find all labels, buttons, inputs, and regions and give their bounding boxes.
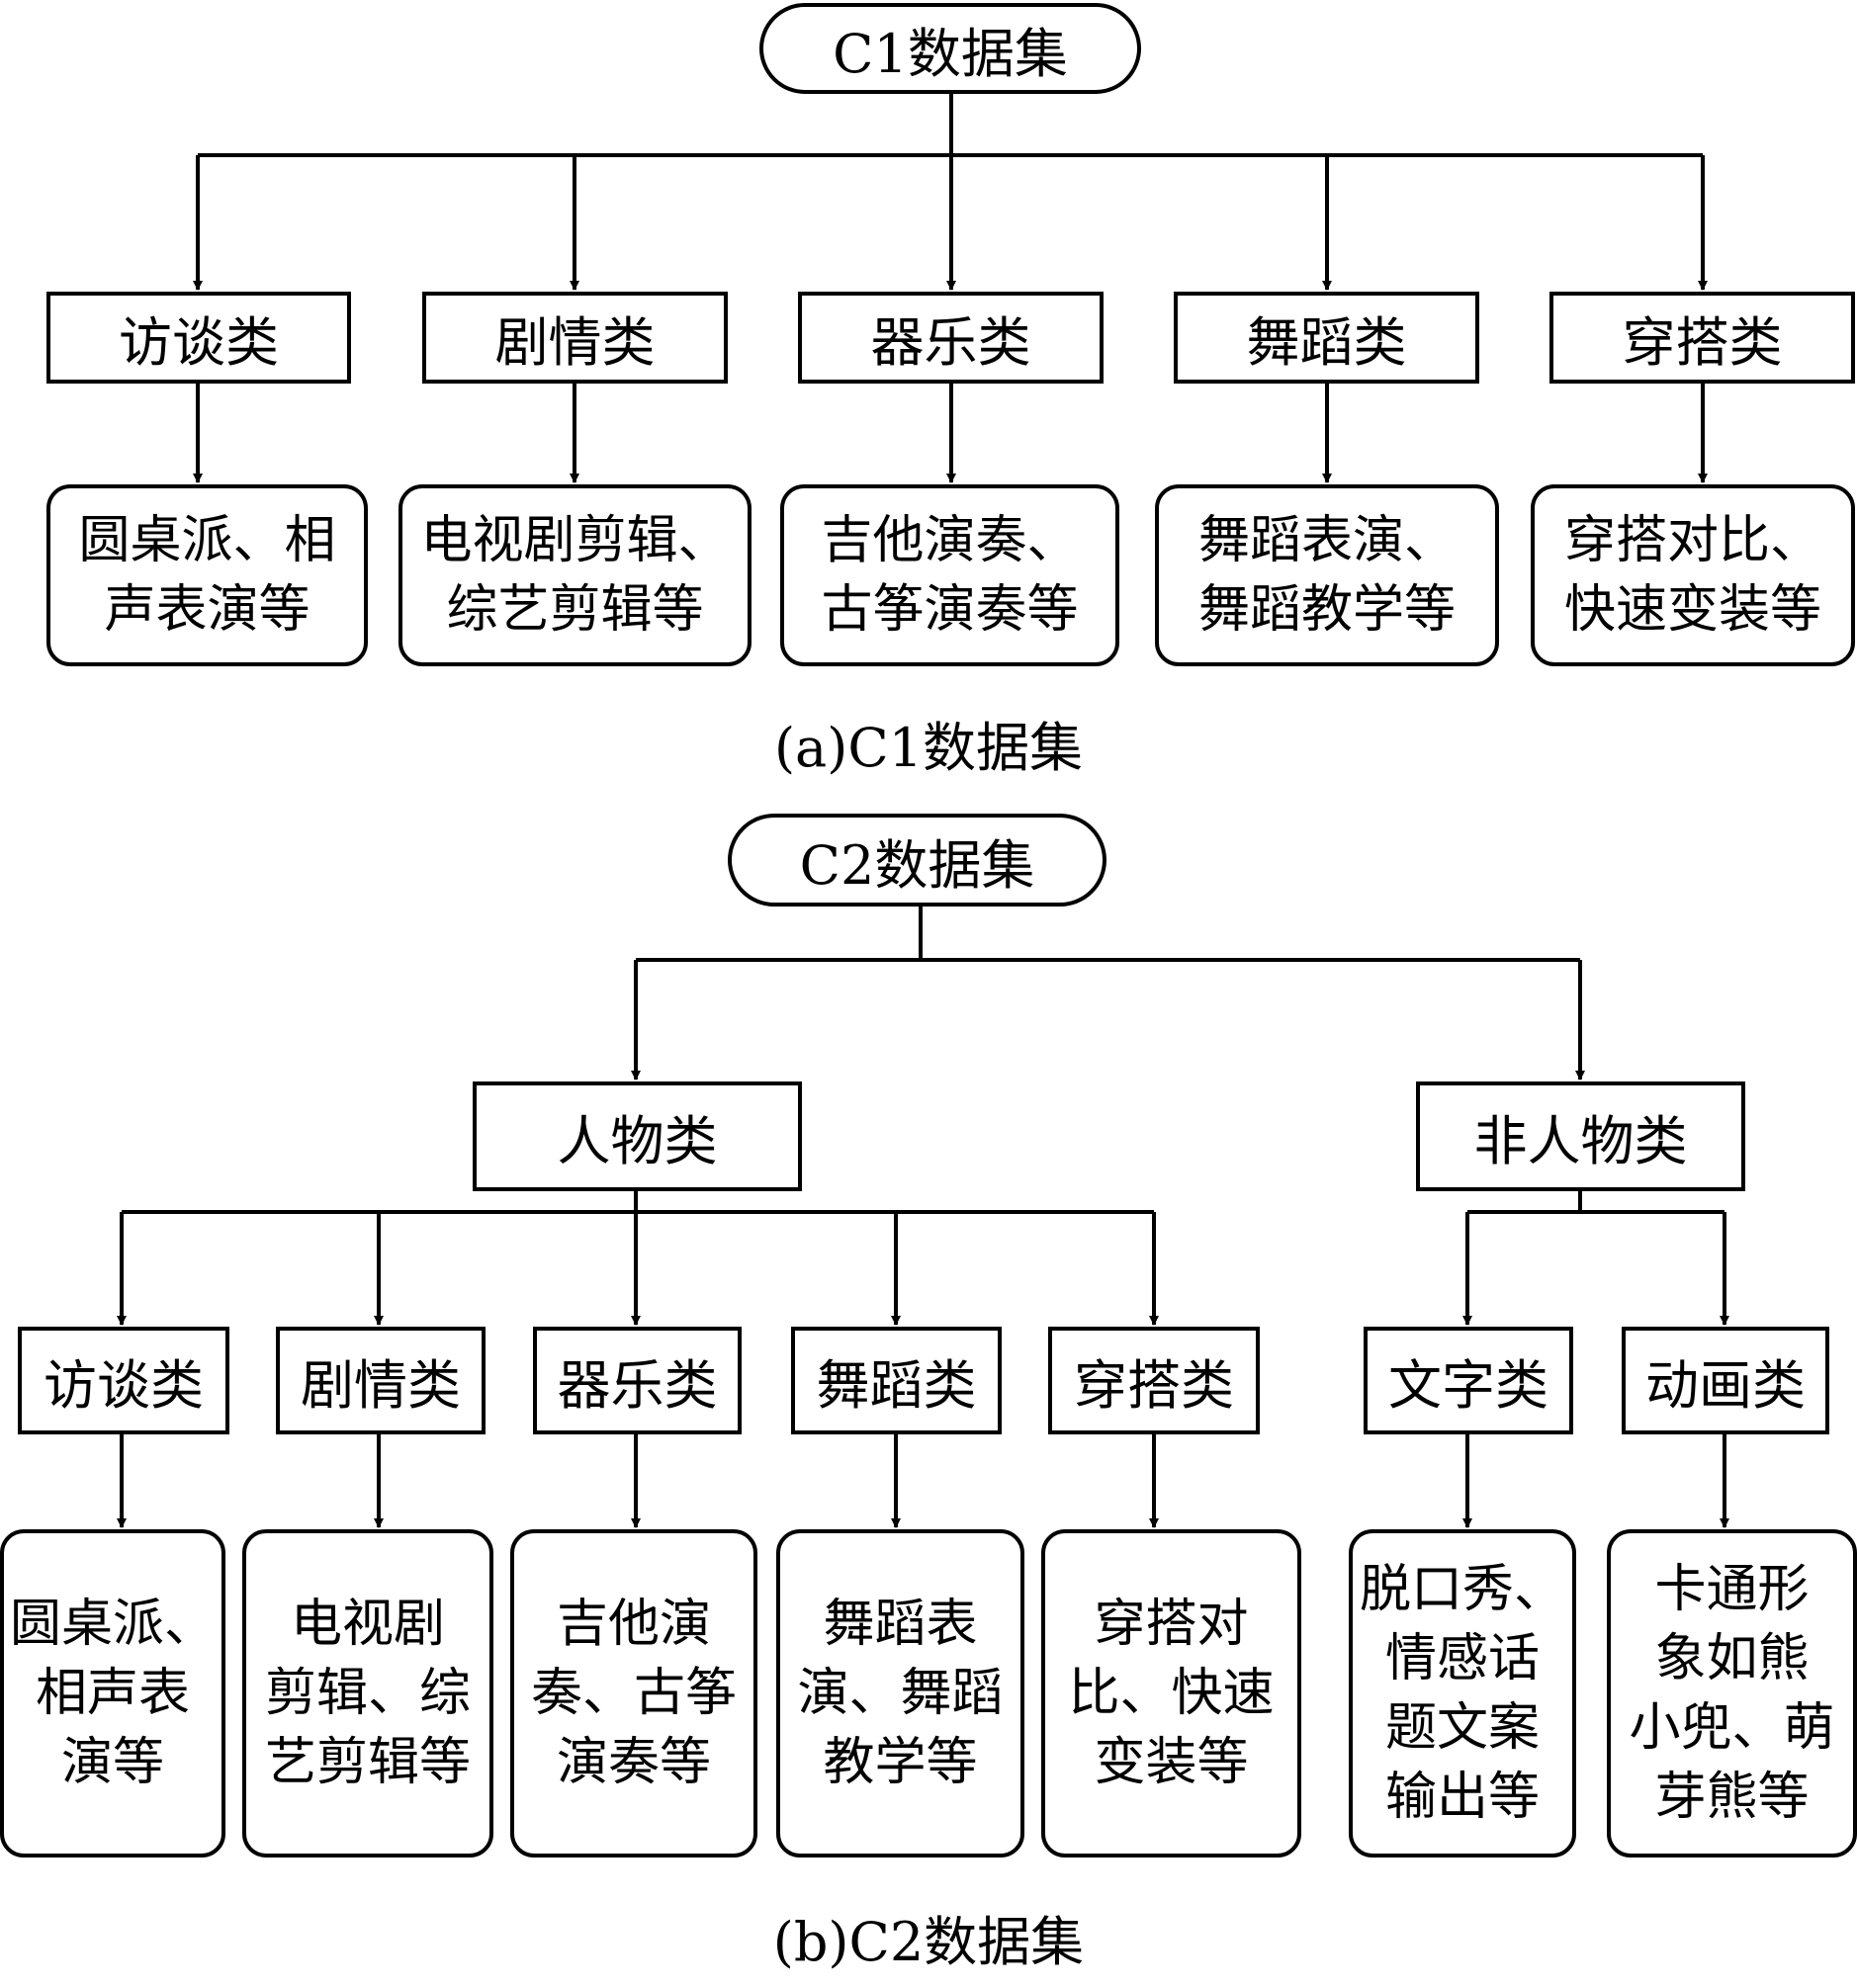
c2-root-node: C2数据集 xyxy=(728,814,1106,907)
c1-category-dance: 舞蹈类 xyxy=(1174,292,1479,384)
c1-root-node: C1数据集 xyxy=(759,3,1141,94)
c1-category-drama: 剧情类 xyxy=(422,292,728,384)
c2-category-dance: 舞蹈类 xyxy=(791,1327,1002,1434)
caption-a: (a)C1数据集 xyxy=(773,717,1083,779)
c2-examples-outfit: 穿搭对 比、快速 变装等 xyxy=(1041,1529,1301,1858)
c2-category-instrumental: 器乐类 xyxy=(533,1327,742,1434)
c1-examples-outfit: 穿搭对比、 快速变装等 xyxy=(1531,484,1855,666)
c1-examples-dance: 舞蹈表演、 舞蹈教学等 xyxy=(1155,484,1499,666)
c2-examples-dance: 舞蹈表 演、舞蹈 教学等 xyxy=(776,1529,1024,1858)
c2-category-drama: 剧情类 xyxy=(276,1327,486,1434)
c1-examples-drama: 电视剧剪辑、 综艺剪辑等 xyxy=(398,484,752,666)
c2-category-outfit: 穿搭类 xyxy=(1048,1327,1260,1434)
c2-examples-instrumental: 吉他演 奏、古筝 演奏等 xyxy=(510,1529,757,1858)
c1-examples-interview: 圆桌派、相 声表演等 xyxy=(46,484,368,666)
c2-examples-text: 脱口秀、 情感话 题文案 输出等 xyxy=(1349,1529,1576,1858)
caption-b: (b)C2数据集 xyxy=(772,1911,1085,1973)
c2-category-animation: 动画类 xyxy=(1622,1327,1829,1434)
c2-group-person: 人物类 xyxy=(473,1081,802,1191)
c2-examples-interview: 圆桌派、 相声表 演等 xyxy=(0,1529,225,1858)
c2-category-interview: 访谈类 xyxy=(18,1327,229,1434)
c1-category-outfit: 穿搭类 xyxy=(1549,292,1855,384)
c1-category-instrumental: 器乐类 xyxy=(798,292,1104,384)
c2-examples-drama: 电视剧 剪辑、综 艺剪辑等 xyxy=(242,1529,493,1858)
c2-category-text: 文字类 xyxy=(1364,1327,1573,1434)
c1-examples-instrumental: 吉他演奏、 古筝演奏等 xyxy=(780,484,1119,666)
c2-group-nonperson: 非人物类 xyxy=(1416,1081,1745,1191)
c2-examples-animation: 卡通形 象如熊 小兜、萌 芽熊等 xyxy=(1607,1529,1857,1858)
c1-category-interview: 访谈类 xyxy=(46,292,351,384)
